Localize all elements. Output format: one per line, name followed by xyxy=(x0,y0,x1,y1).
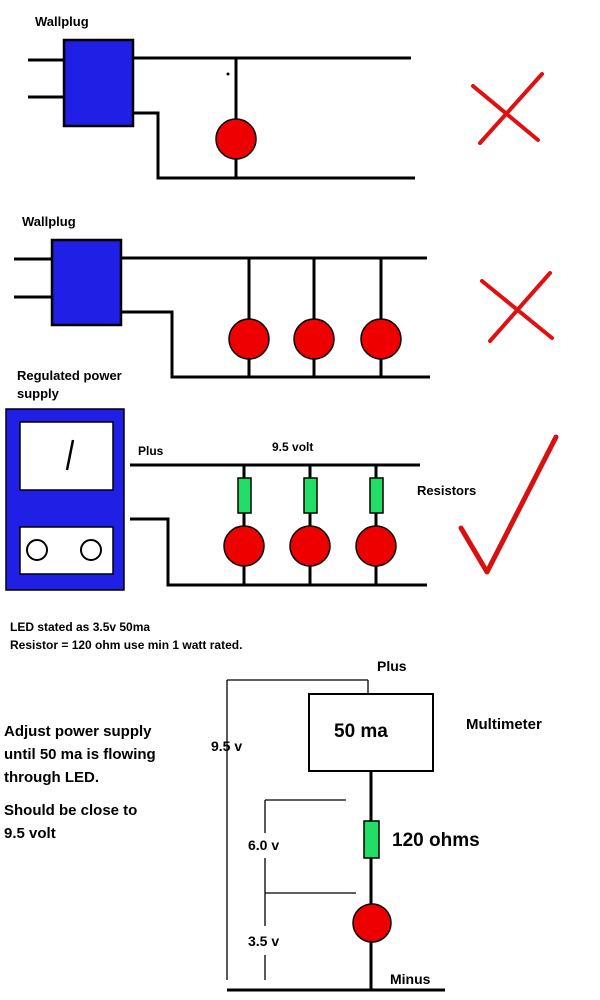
instruction-line: until 50 ma is flowing xyxy=(4,746,156,763)
led xyxy=(223,525,265,567)
wire-bottom xyxy=(121,310,430,379)
note-led-spec: LED stated as 3.5v 50ma xyxy=(10,620,150,634)
wire-bottom xyxy=(130,517,427,587)
multimeter-label: Multimeter xyxy=(466,716,542,733)
resistor xyxy=(363,820,380,859)
cross-icon xyxy=(480,271,554,343)
instruction-line: Adjust power supply xyxy=(4,723,152,740)
wallplug-adapter xyxy=(62,38,135,128)
diagram-wallplug-single-led: Wallplug xyxy=(28,14,544,180)
stray-dot xyxy=(226,72,230,76)
multimeter-reading: 50 ma xyxy=(334,721,388,742)
diagram-regulated-supply: Regulated power supply Plus 9.5 volt Res… xyxy=(5,368,559,591)
wallplug-label: Wallplug xyxy=(22,214,76,229)
wallplug-adapter xyxy=(50,238,123,327)
terminal-knob xyxy=(80,539,102,561)
plus-label: Plus xyxy=(377,658,407,674)
led xyxy=(228,318,270,360)
instructions: Adjust power supply until 50 ma is flowi… xyxy=(4,723,156,842)
led xyxy=(355,525,397,567)
resistor xyxy=(303,477,318,514)
wallplug-label: Wallplug xyxy=(35,14,89,29)
checkmark-icon xyxy=(458,434,559,575)
instruction-line: 9.5 volt xyxy=(4,825,56,842)
plus-label: Plus xyxy=(138,444,164,458)
led xyxy=(293,318,335,360)
led xyxy=(360,318,402,360)
meter-window xyxy=(19,421,114,491)
multimeter-box xyxy=(308,693,434,772)
cross-icon xyxy=(471,72,544,145)
resistor-voltage-label: 6.0 v xyxy=(248,837,279,853)
total-voltage-label: 9.5 v xyxy=(211,738,242,754)
instruction-line: through LED. xyxy=(4,769,99,786)
diagram-measurement: Plus 50 ma Multimeter 120 ohms Minus 9.5… xyxy=(211,658,542,992)
resistor xyxy=(237,477,252,514)
meter-needle xyxy=(65,439,75,471)
wire-bottom xyxy=(133,111,415,180)
led xyxy=(215,118,257,160)
resistors-label: Resistors xyxy=(417,483,476,498)
led-voltage-label: 3.5 v xyxy=(248,933,279,949)
terminal-knob xyxy=(26,539,48,561)
resistor xyxy=(369,477,384,514)
diagram-wallplug-three-leds: Wallplug xyxy=(14,214,554,379)
minus-label: Minus xyxy=(390,971,431,987)
led xyxy=(352,903,392,943)
instruction-line: Should be close to xyxy=(4,802,137,819)
note-resistor-spec: Resistor = 120 ohm use min 1 watt rated. xyxy=(10,638,242,652)
supply-label-line1: Regulated power xyxy=(17,368,122,383)
resistor-value: 120 ohms xyxy=(392,830,480,851)
voltage-label: 9.5 volt xyxy=(272,440,313,454)
led xyxy=(289,525,331,567)
supply-label-line2: supply xyxy=(17,386,60,401)
